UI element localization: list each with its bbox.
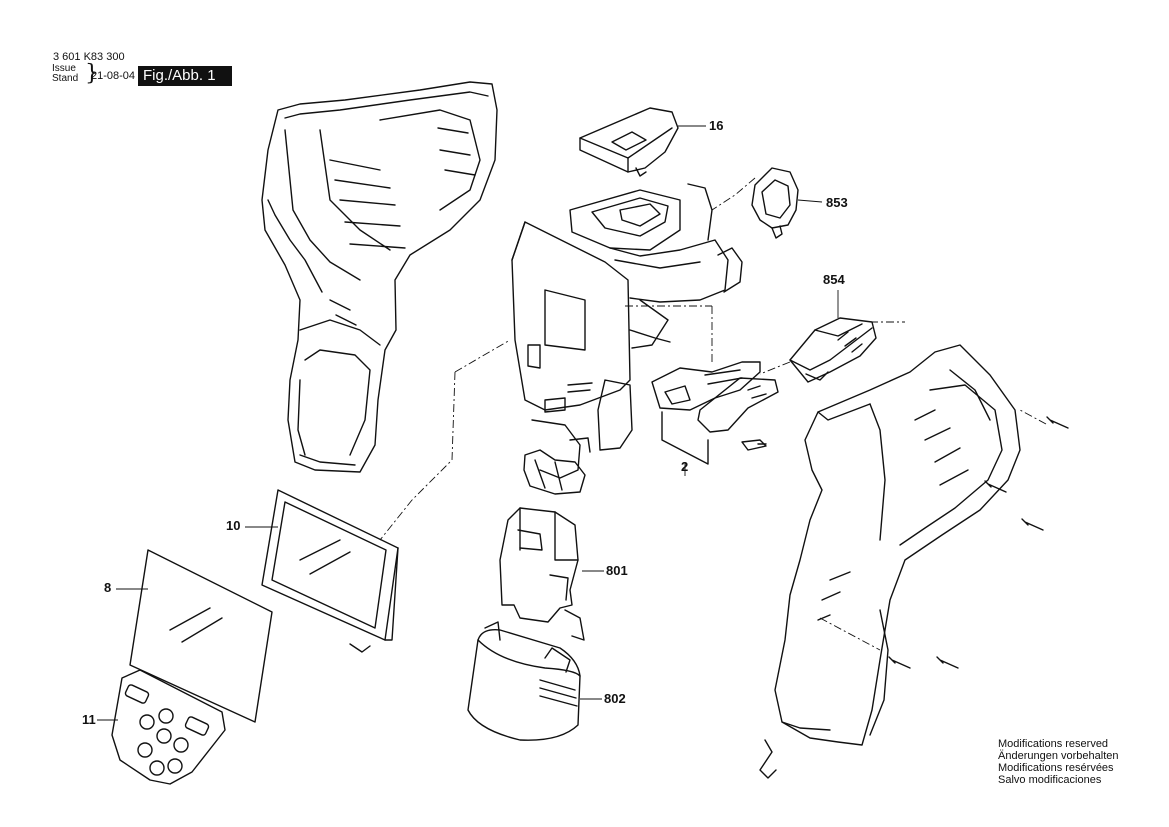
part-854-insert [789, 317, 877, 383]
document-number: 3 601 K83 300 [53, 51, 125, 63]
housing-right-half [759, 344, 1021, 779]
notice-line-en: Modifications reserved [998, 738, 1109, 750]
screws [888, 416, 1069, 669]
part-8-glass [129, 549, 273, 723]
leader-lines [97, 125, 1047, 721]
callout-801: 801 [606, 563, 628, 578]
callout-853: 853 [826, 195, 848, 210]
notice-line-es: Salvo modificaciones [998, 774, 1102, 786]
issue-date: 21-08-04 [91, 70, 136, 82]
stand-label: Stand [52, 73, 79, 84]
issue-label: Issue [52, 63, 76, 74]
part-16-cover [579, 107, 679, 177]
callout-2: 2 [681, 459, 689, 474]
main-electronics-assembly [511, 183, 743, 495]
callout-802: 802 [604, 691, 626, 706]
modifications-notice: Modifications reserved Änderungen vorbeh… [998, 738, 1118, 786]
issue-stand-labels: Issue Stand [52, 64, 78, 84]
callout-10: 10 [226, 518, 241, 533]
part-11-keypad [111, 669, 226, 785]
callout-854: 854 [823, 272, 845, 287]
callout-11: 11 [82, 712, 96, 727]
notice-line-de: Änderungen vorbehalten [998, 750, 1119, 762]
part-853-bracket [751, 167, 799, 239]
callout-8: 8 [104, 580, 112, 595]
part-802-battery-cup [467, 621, 581, 741]
part-801-battery-holder [499, 507, 585, 641]
part-10-display [261, 489, 399, 653]
housing-left-half [261, 81, 498, 473]
brace-glyph: } [85, 61, 99, 86]
notice-line-fr: Modifications resérvées [998, 762, 1114, 774]
part-2-trigger [651, 361, 779, 465]
figure-label: Fig./Abb. 1 [138, 66, 232, 86]
callout-16: 16 [709, 118, 724, 133]
